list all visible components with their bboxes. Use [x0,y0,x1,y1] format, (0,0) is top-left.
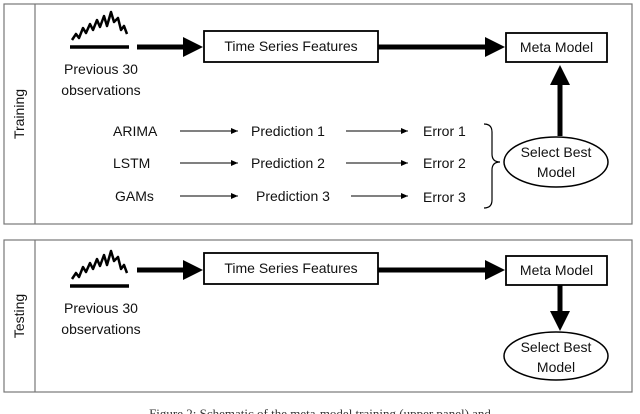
training-source-label-line1: Previous 30 [64,61,138,77]
prediction-label-1: Prediction 1 [251,123,325,139]
training-panel-frame [3,3,633,225]
training-select-best-model-ellipse [503,136,609,188]
prediction-label-2: Prediction 2 [251,155,325,171]
training-section-label: Training [11,89,27,139]
training-features-label: Time Series Features [224,38,357,54]
figure-caption: Figure 2: Schematic of the meta-model tr… [149,406,491,414]
testing-select-best-line1: Select Best [521,339,592,355]
training-meta-model-label: Meta Model [520,39,593,55]
training-model-rows: ARIMA Prediction 1 Error 1 LSTM Predicti… [113,123,466,205]
testing-meta-model-box [505,255,608,286]
testing-source-label-line2: observations [61,321,140,337]
model-label-arima: ARIMA [113,123,158,139]
training-features-box [203,30,379,63]
testing-select-best-line2: Model [537,359,575,375]
error-label-3: Error 3 [423,189,466,205]
model-label-gams: GAMs [115,188,154,204]
errors-curly-brace [483,123,501,209]
testing-panel: Testing Previous 30 observations Time Se… [3,239,633,393]
prediction-label-3: Prediction 3 [256,188,330,204]
testing-source-label-line1: Previous 30 [64,300,138,316]
testing-time-series-icon [70,249,129,288]
error-label-1: Error 1 [423,123,466,139]
training-panel: Training Previous 30 observations Time S… [3,3,633,225]
testing-section-label: Testing [11,294,27,338]
testing-meta-model-label: Meta Model [520,262,593,278]
training-select-best-line1: Select Best [521,144,592,160]
testing-select-best-model-ellipse [503,331,609,381]
training-select-best-line2: Model [537,164,575,180]
testing-features-box [203,252,379,285]
training-meta-model-box [505,32,608,63]
training-time-series-icon [70,10,129,49]
testing-panel-frame [3,239,633,393]
testing-features-label: Time Series Features [224,260,357,276]
training-source-label-line2: observations [61,82,140,98]
model-label-lstm: LSTM [113,155,150,171]
error-label-2: Error 2 [423,155,466,171]
